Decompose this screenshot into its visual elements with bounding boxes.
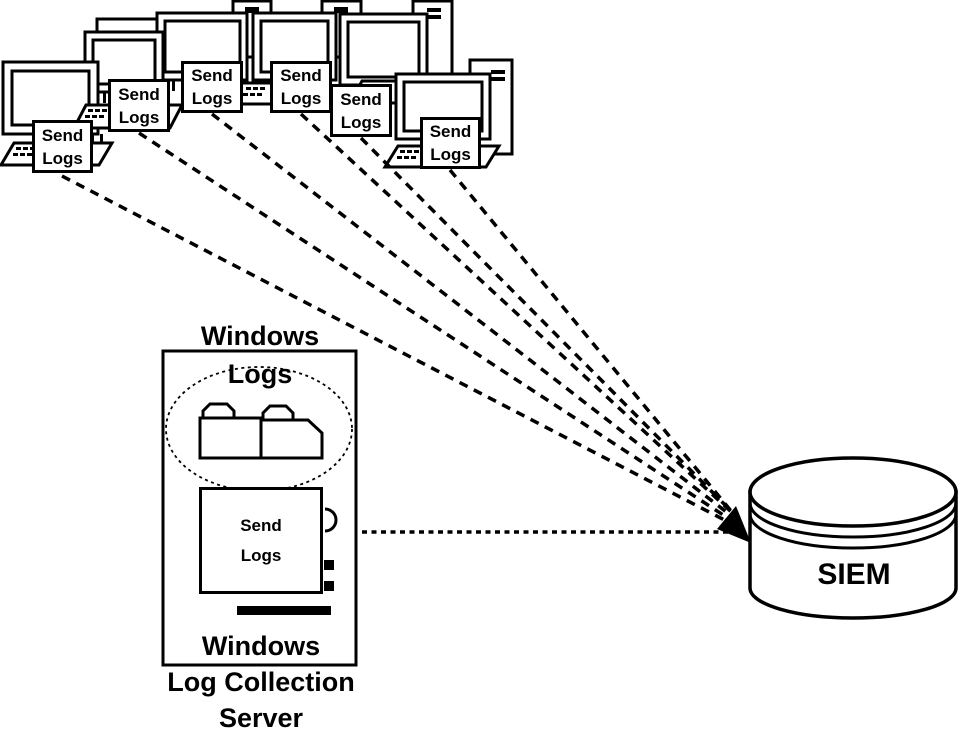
dashed-connector-line bbox=[359, 136, 742, 522]
send-logs-label: Logs bbox=[191, 89, 233, 108]
send-logs-label: Send bbox=[280, 66, 322, 85]
dashed-connector-line bbox=[138, 131, 738, 526]
send-logs-label: Send bbox=[118, 84, 160, 104]
collection-server-caption: Windows Log Collection Server bbox=[140, 628, 382, 736]
workstation-send-logs-badge: Send Logs bbox=[181, 61, 243, 113]
send-logs-label: Logs bbox=[240, 545, 282, 565]
dashed-connector-line bbox=[61, 174, 737, 528]
send-logs-label: Send bbox=[340, 89, 382, 109]
send-logs-label: Logs bbox=[42, 148, 83, 168]
windows-logs-title-line: Logs bbox=[227, 359, 293, 389]
send-logs-label: Logs bbox=[280, 89, 322, 108]
caption-line: Server bbox=[218, 703, 304, 733]
dotted-grouping-ellipse bbox=[165, 366, 353, 492]
dashed-connector-line bbox=[299, 112, 741, 521]
workstation-send-logs-badge: Send Logs bbox=[420, 117, 481, 169]
workstation-send-logs-badge: Send Logs bbox=[330, 84, 392, 137]
arrowhead-icon bbox=[717, 506, 751, 543]
workstation-send-logs-badge: Send Logs bbox=[108, 79, 170, 132]
server-send-logs-box: Send Logs bbox=[199, 487, 323, 594]
server-led-squares bbox=[324, 560, 334, 591]
send-logs-label: Send bbox=[429, 122, 472, 141]
send-logs-label: Logs bbox=[430, 145, 471, 164]
database-cylinder-icon bbox=[748, 456, 958, 620]
siem-label: SIEM bbox=[817, 558, 891, 591]
server-base-bar bbox=[237, 606, 331, 615]
folder-icon bbox=[259, 404, 324, 460]
send-logs-label: Send bbox=[41, 125, 84, 145]
dashed-connector-line bbox=[448, 168, 743, 525]
workstation-send-logs-badge: Send Logs bbox=[32, 120, 93, 173]
send-logs-label: Send bbox=[240, 515, 282, 535]
send-logs-label: Logs bbox=[340, 112, 382, 132]
caption-line: Windows bbox=[201, 631, 321, 661]
server-port-bump bbox=[324, 507, 338, 533]
windows-logs-title: Windows Logs bbox=[160, 317, 360, 393]
send-logs-label: Send bbox=[191, 66, 233, 85]
caption-line: Log Collection bbox=[167, 667, 355, 697]
windows-logs-title-line: Windows bbox=[200, 321, 320, 351]
send-logs-label: Logs bbox=[118, 107, 160, 127]
folder-icon bbox=[198, 402, 263, 460]
workstation-send-logs-badge: Send Logs bbox=[270, 61, 332, 113]
